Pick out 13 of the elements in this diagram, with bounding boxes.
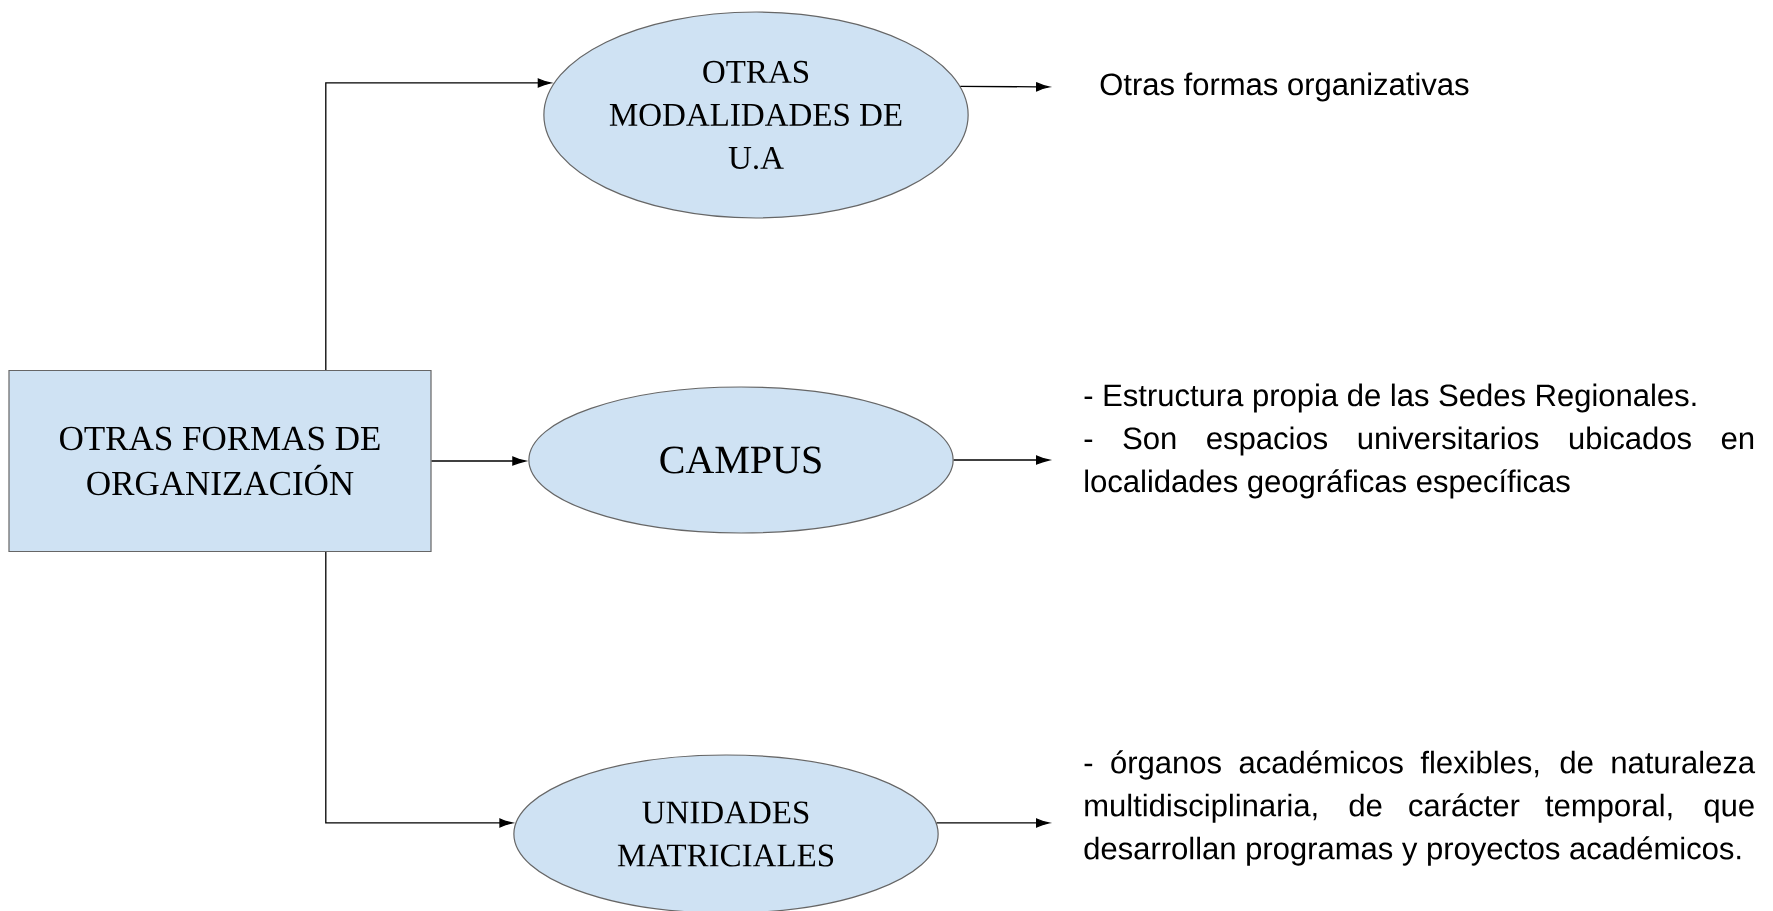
arrow [430, 456, 526, 466]
ellipse-node: CAMPUS [528, 386, 954, 534]
arrow [936, 818, 1050, 828]
ellipse-node: UNIDADES MATRICIALES [513, 754, 939, 911]
arrow [959, 82, 1050, 92]
description-text: - Estructura propia de las Sedes Regionales. - Son espacios universitarios ubicados en localidades geográficas específicas [1084, 383, 1754, 499]
ellipse-node: OTRAS MODALIDADES DE U.A [543, 11, 969, 219]
arrow [325, 551, 513, 828]
description-text: Otras formas organizativas [1100, 72, 1469, 102]
arrow [953, 455, 1050, 465]
arrow [325, 78, 552, 371]
organization-box: OTRAS FORMAS DE ORGANIZACIÓN [8, 369, 432, 553]
description-text: - órganos académicos flexibles, de naturaleza multidisciplinaria, de carácter temporal, que desarrollan programas y proyectos académicos. [1084, 750, 1756, 866]
